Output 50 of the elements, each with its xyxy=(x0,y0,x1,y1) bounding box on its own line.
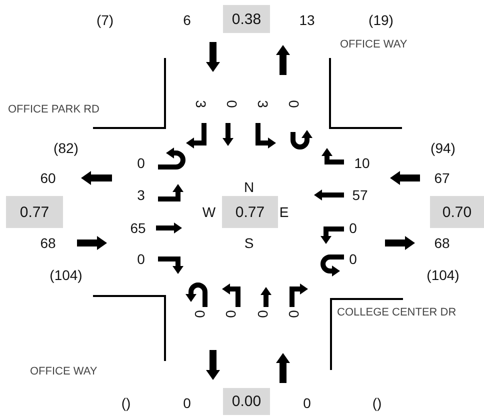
volume-count: E xyxy=(279,205,289,219)
volume-count: 0 xyxy=(225,100,239,108)
volume-count: 0 xyxy=(303,396,311,410)
volume-count: 0 xyxy=(137,156,145,170)
volume-count: 10 xyxy=(354,156,370,170)
ratio-value: 0.77 xyxy=(235,204,265,220)
volume-count: 13 xyxy=(299,13,315,27)
volume-count: () xyxy=(372,396,382,410)
volume-count: 65 xyxy=(130,221,146,235)
value-box xyxy=(223,388,270,415)
volume-count: 0 xyxy=(256,310,270,318)
volume-count: 0 xyxy=(349,221,357,235)
volume-count: 0 xyxy=(183,396,191,410)
ratio-value: 0.00 xyxy=(232,393,262,410)
volume-count: 68 xyxy=(434,236,450,250)
value-box xyxy=(223,5,270,33)
value-box xyxy=(6,196,63,228)
ratio-value: 0.77 xyxy=(20,204,50,220)
volume-count: 0 xyxy=(137,252,145,266)
ratio-value: 0.38 xyxy=(232,10,262,28)
volume-count: N xyxy=(244,180,254,194)
ratio-value: 0.70 xyxy=(442,204,472,220)
volume-count: 57 xyxy=(352,188,368,202)
volume-count: (94) xyxy=(430,141,456,155)
volume-count: () xyxy=(121,396,131,410)
volume-count: 6 xyxy=(183,13,191,27)
volume-count: 3 xyxy=(194,100,208,108)
value-box xyxy=(430,196,484,228)
street-name: OFFICE PARK RD xyxy=(8,104,100,116)
volume-count: S xyxy=(244,236,254,250)
volume-count: 0 xyxy=(349,252,357,266)
volume-count: (104) xyxy=(50,268,82,282)
volume-count: 3 xyxy=(256,100,270,108)
volume-count: 0 xyxy=(287,100,301,108)
volume-count: (7) xyxy=(96,13,114,27)
volume-count: 0 xyxy=(224,310,238,318)
volume-count: 60 xyxy=(40,171,56,185)
volume-count: 68 xyxy=(40,236,56,250)
volume-count: W xyxy=(202,205,216,219)
street-name: OFFICE WAY xyxy=(340,40,408,50)
volume-count: 67 xyxy=(434,171,450,185)
volume-count: (104) xyxy=(426,268,460,282)
volume-count: (19) xyxy=(368,13,394,27)
street-name: OFFICE WAY xyxy=(30,366,98,378)
volume-count: 0 xyxy=(287,310,301,318)
street-name: COLLEGE CENTER DR xyxy=(337,308,456,318)
volume-count: (82) xyxy=(54,141,78,155)
value-box xyxy=(222,196,278,228)
volume-count: 0 xyxy=(193,310,207,318)
volume-count: 3 xyxy=(137,188,145,202)
